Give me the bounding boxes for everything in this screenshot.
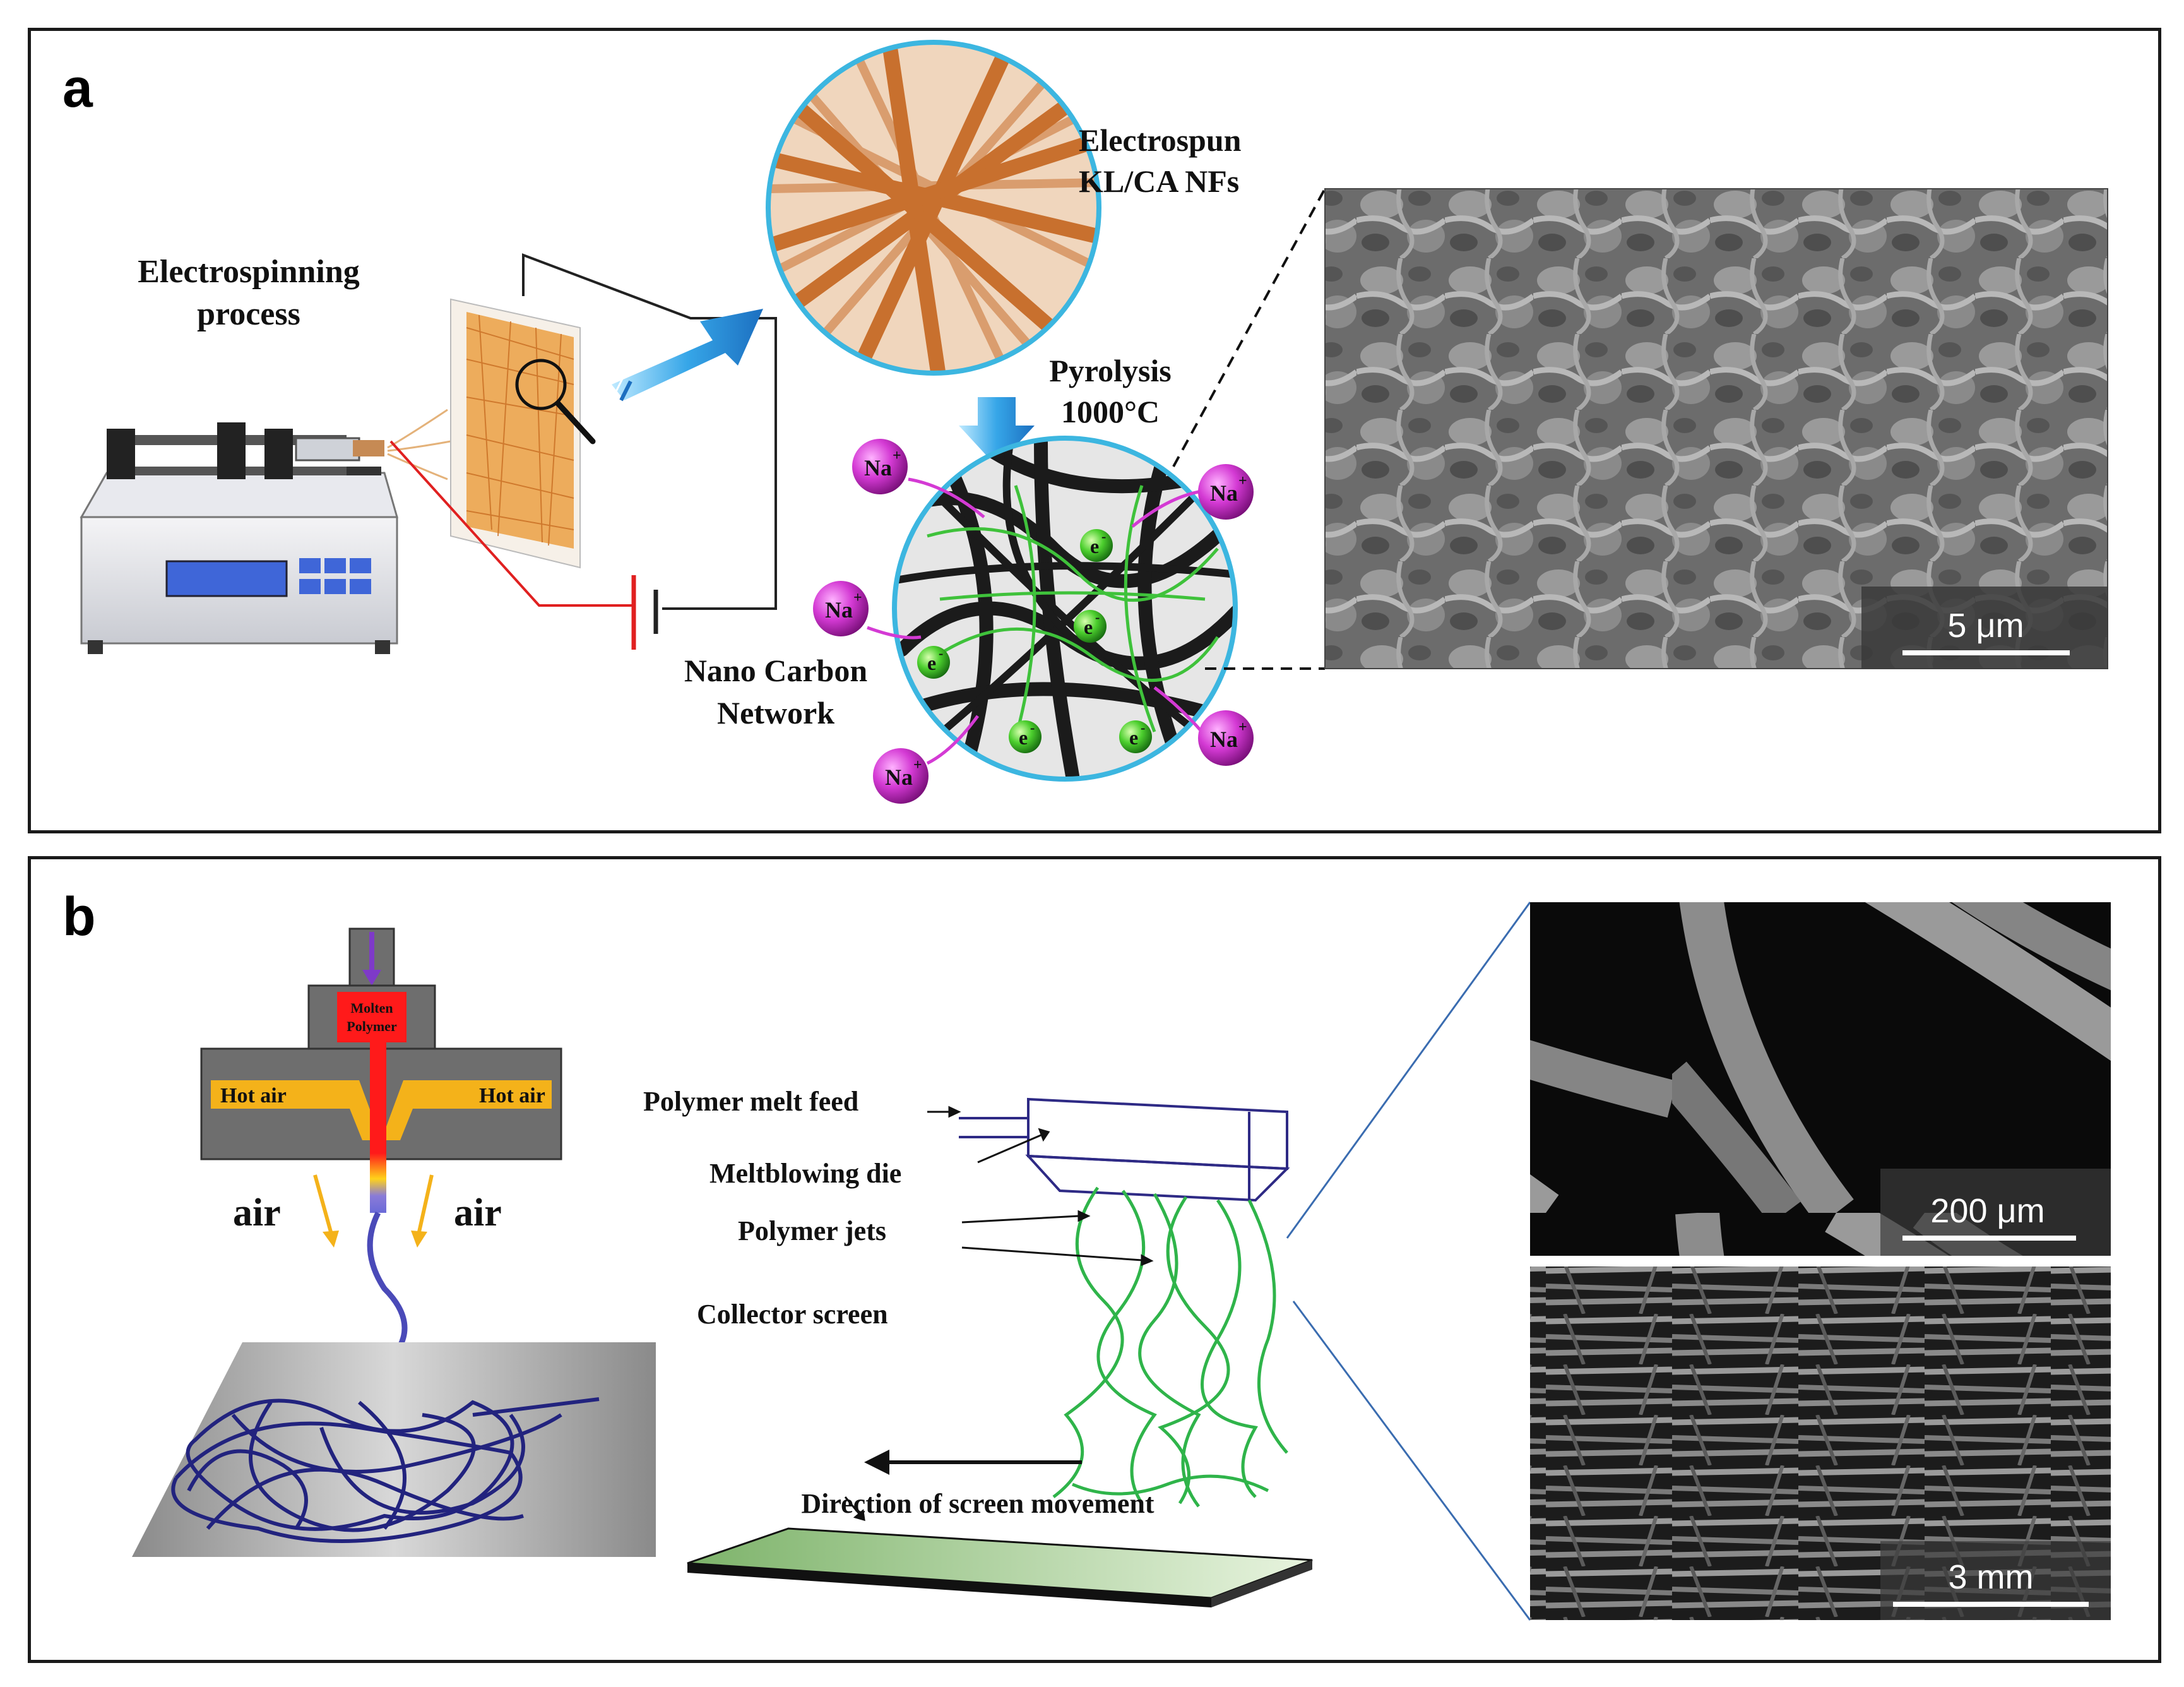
zoom-line-top bbox=[1172, 188, 1326, 467]
sem-b-top-scale-label: 200 μm bbox=[1930, 1192, 2045, 1230]
svg-text:e: e bbox=[1129, 726, 1138, 749]
svg-text:+: + bbox=[913, 757, 922, 773]
sodium-ion-3: Na + bbox=[813, 581, 922, 640]
pyrolysis-label: Pyrolysis bbox=[1049, 353, 1172, 388]
svg-text:e: e bbox=[1090, 535, 1099, 557]
collector-screen bbox=[687, 1527, 1313, 1607]
panel-b-diagram: b Molten Polymer Hot air Hot air air air bbox=[62, 886, 2111, 1621]
svg-text:-: - bbox=[939, 645, 943, 661]
electrospinning-label-2: process bbox=[197, 296, 300, 332]
sem-image-b-bottom: 3 mm bbox=[1530, 1267, 2111, 1620]
panel-a: a Electrospinning process bbox=[28, 28, 2161, 833]
svg-text:Na: Na bbox=[1210, 480, 1238, 506]
electron-4: e - bbox=[1009, 720, 1042, 753]
hot-air-left-label: Hot air bbox=[220, 1084, 287, 1107]
taylor-cone-spray bbox=[387, 408, 451, 480]
panel-b-letter: b bbox=[62, 886, 96, 947]
electrospun-fibers-circle bbox=[766, 40, 1101, 376]
direction-arrow bbox=[864, 1450, 1082, 1475]
syringe-pump bbox=[80, 422, 398, 654]
polymer-jets-label: Polymer jets bbox=[738, 1215, 886, 1246]
label-arrows bbox=[844, 1106, 1154, 1522]
collector-screen-label: Collector screen bbox=[697, 1299, 888, 1330]
electrospun-label-2: KL/CA NFs bbox=[1079, 164, 1239, 199]
electrospun-label: Electrospun bbox=[1079, 122, 1242, 158]
air-left-label: air bbox=[233, 1191, 281, 1234]
svg-text:e: e bbox=[927, 652, 936, 674]
panel-a-letter: a bbox=[62, 58, 93, 119]
industrial-die bbox=[959, 1097, 1290, 1202]
svg-text:+: + bbox=[1238, 719, 1247, 736]
svg-text:+: + bbox=[1238, 473, 1247, 489]
sodium-ion-1: Na + bbox=[852, 439, 985, 518]
carbon-network-circle bbox=[892, 436, 1238, 782]
svg-text:-: - bbox=[1095, 609, 1100, 625]
pyrolysis-arrow bbox=[959, 397, 1035, 467]
svg-text:e: e bbox=[1084, 616, 1093, 638]
polymer-jets bbox=[1052, 1186, 1288, 1508]
svg-text:Na: Na bbox=[1210, 727, 1238, 752]
direction-label: Direction of screen movement bbox=[801, 1488, 1154, 1519]
svg-text:+: + bbox=[893, 448, 901, 464]
svg-text:-: - bbox=[1141, 720, 1145, 736]
sem-image-b-top: 200 μm bbox=[1530, 902, 2111, 1256]
molten-polymer-label: Molten bbox=[350, 1000, 393, 1016]
zoom-line-b-top bbox=[1286, 902, 1531, 1239]
svg-text:-: - bbox=[1101, 528, 1106, 544]
air-arrow-right bbox=[411, 1174, 434, 1248]
sodium-ion-4: Na + bbox=[873, 715, 980, 804]
sem-b-bottom-scale-label: 3 mm bbox=[1949, 1558, 2034, 1596]
svg-text:e: e bbox=[1019, 726, 1028, 749]
electron-3: e - bbox=[917, 645, 950, 679]
electron-5: e - bbox=[1119, 720, 1152, 753]
meltblowing-die-label: Meltblowing die bbox=[709, 1158, 901, 1189]
collector-plate bbox=[132, 1342, 656, 1557]
nano-carbon-label: Nano Carbon bbox=[684, 653, 868, 688]
panel-a-diagram: a Electrospinning process bbox=[62, 40, 2108, 804]
electrospinning-label: Electrospinning bbox=[138, 254, 360, 290]
air-arrow-left bbox=[313, 1174, 339, 1248]
svg-text:Na: Na bbox=[825, 597, 853, 623]
nano-carbon-label-2: Network bbox=[717, 695, 834, 730]
polymer-melt-feed-label: Polymer melt feed bbox=[643, 1086, 858, 1117]
process-arrow bbox=[612, 309, 763, 402]
svg-text:Na: Na bbox=[885, 765, 913, 790]
molten-polymer-label-2: Polymer bbox=[347, 1018, 397, 1034]
zoom-line-b-bottom bbox=[1292, 1301, 1531, 1621]
air-right-label: air bbox=[454, 1191, 502, 1234]
meltblowing-die-cross-section bbox=[200, 927, 562, 1213]
electron-2: e - bbox=[1074, 609, 1107, 643]
svg-text:+: + bbox=[853, 590, 862, 606]
sodium-ion-5: Na + bbox=[1153, 686, 1254, 766]
electron-1: e - bbox=[1080, 528, 1113, 562]
svg-text:-: - bbox=[1030, 720, 1035, 736]
panel-b: b Molten Polymer Hot air Hot air air air bbox=[28, 856, 2161, 1663]
pyrolysis-temp-label: 1000°C bbox=[1061, 394, 1160, 429]
fiber-collector bbox=[450, 298, 596, 569]
hot-air-right-label: Hot air bbox=[479, 1084, 545, 1107]
nonwoven-web bbox=[171, 1397, 600, 1543]
sem-a-scale-label: 5 μm bbox=[1947, 607, 2024, 645]
svg-text:Na: Na bbox=[864, 455, 892, 480]
sodium-ion-2: Na + bbox=[1131, 464, 1254, 528]
circuit-wire-red bbox=[389, 440, 634, 607]
sem-image-a: 5 μm bbox=[1324, 188, 2108, 669]
